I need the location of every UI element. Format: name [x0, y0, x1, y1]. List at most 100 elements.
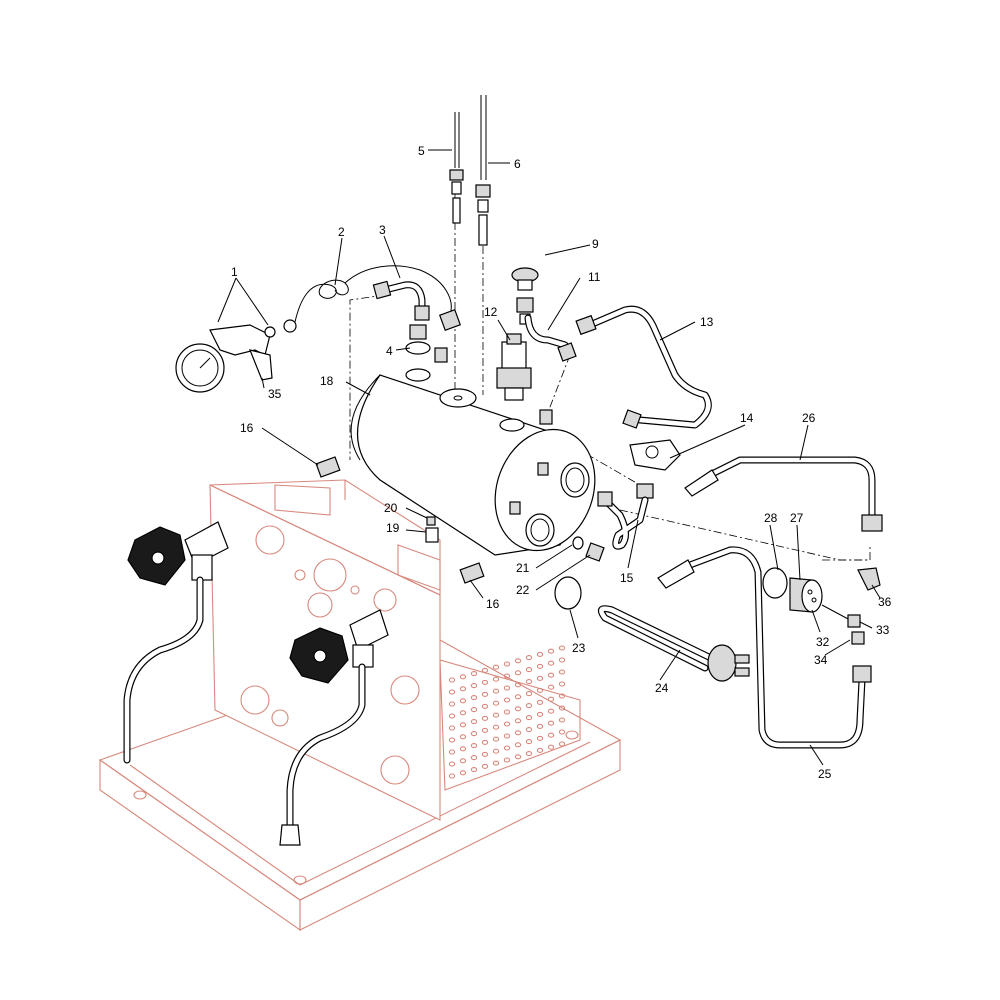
grid-hole [503, 745, 511, 751]
callout-32: 32 [816, 635, 830, 649]
callout-28: 28 [764, 511, 778, 525]
grid-hole [481, 751, 489, 757]
base-inner-edge [129, 764, 301, 886]
pipe-25 [657, 546, 872, 749]
grid-hole [503, 661, 511, 667]
panel-hole [380, 755, 410, 785]
grid-hole [525, 739, 533, 745]
grid-hole [503, 757, 511, 763]
fitting-33 [847, 614, 861, 628]
boiler-port [560, 462, 590, 498]
grid-hole [536, 651, 544, 657]
callout-labels: 1 2 3 4 5 6 9 11 12 13 14 15 16 16 18 19… [231, 144, 892, 781]
grid-hole [481, 763, 489, 769]
capillary-tube [294, 265, 452, 323]
grid-hole [525, 691, 533, 697]
callout-26: 26 [802, 411, 816, 425]
heating-element-24 [597, 605, 750, 682]
front-panel-top [209, 479, 441, 596]
grid-hole [514, 670, 522, 676]
grid-hole [470, 767, 478, 773]
pressure-gauge [175, 319, 297, 393]
grid-hole [558, 741, 566, 747]
grid-hole [503, 709, 511, 715]
grid-hole [492, 676, 500, 682]
callout-16-lower: 16 [486, 597, 500, 611]
steam-valve-left [123, 521, 229, 764]
boiler-port [525, 513, 555, 547]
pipe-15 [597, 491, 649, 550]
elbow-36 [857, 567, 881, 591]
grid-hole [492, 712, 500, 718]
grid-hole [459, 686, 467, 692]
grid-hole [481, 739, 489, 745]
callout-21: 21 [516, 561, 530, 575]
grid-hole [459, 758, 467, 764]
grid-hole [459, 770, 467, 776]
grid-hole [525, 727, 533, 733]
callout-35: 35 [268, 387, 282, 401]
grid-hole [481, 691, 489, 697]
panel-hole [313, 558, 347, 592]
grid-hole [514, 694, 522, 700]
grid-hole [525, 679, 533, 685]
grid-hole [525, 655, 533, 661]
panel-hole [390, 675, 420, 705]
grid-hole [448, 773, 456, 779]
grid-hole [492, 700, 500, 706]
grid-hole [514, 706, 522, 712]
grid-hole [536, 711, 544, 717]
grid-hole [459, 734, 467, 740]
panel-hole [350, 585, 360, 595]
grid-hole [503, 685, 511, 691]
grid-hole [503, 697, 511, 703]
grid-hole [558, 669, 566, 675]
grid-hole [459, 746, 467, 752]
panel-hole [255, 525, 285, 555]
panel-hole [373, 588, 397, 612]
callout-33: 33 [876, 623, 890, 637]
foot [565, 730, 579, 740]
gasket-21 [572, 536, 584, 550]
grid-hole [492, 688, 500, 694]
grid-hole [547, 684, 555, 690]
callout-12: 12 [484, 305, 498, 319]
grid-hole [481, 703, 489, 709]
grid-hole [558, 717, 566, 723]
grid-hole [448, 677, 456, 683]
grid-hole [470, 719, 478, 725]
pipe-26 [684, 456, 883, 532]
grid-hole [514, 682, 522, 688]
grid-hole [558, 657, 566, 663]
grid-hole [536, 663, 544, 669]
sensor-19 [425, 527, 439, 543]
grid-hole [503, 673, 511, 679]
grid-hole [459, 674, 467, 680]
grid-hole [558, 693, 566, 699]
leader-lines [217, 149, 881, 766]
grid-hole [514, 718, 522, 724]
grid-hole [470, 683, 478, 689]
grid-hole [525, 667, 533, 673]
grid-hole [448, 737, 456, 743]
grid-hole [470, 755, 478, 761]
pipe-11 [524, 314, 577, 362]
nipple-16b [459, 562, 485, 584]
panel-hole [307, 592, 333, 618]
grid-hole [558, 681, 566, 687]
small-parts [315, 456, 485, 584]
callout-9: 9 [592, 237, 599, 251]
grid-hole [459, 698, 467, 704]
callout-25: 25 [818, 767, 832, 781]
grid-hole [547, 672, 555, 678]
grid-hole [536, 687, 544, 693]
valve-assembly [762, 567, 881, 645]
grid-hole [503, 721, 511, 727]
grid-hole [470, 707, 478, 713]
base-tray-side [299, 739, 621, 931]
stem-32 [821, 604, 851, 621]
grid-hole [547, 660, 555, 666]
grid-hole [481, 679, 489, 685]
